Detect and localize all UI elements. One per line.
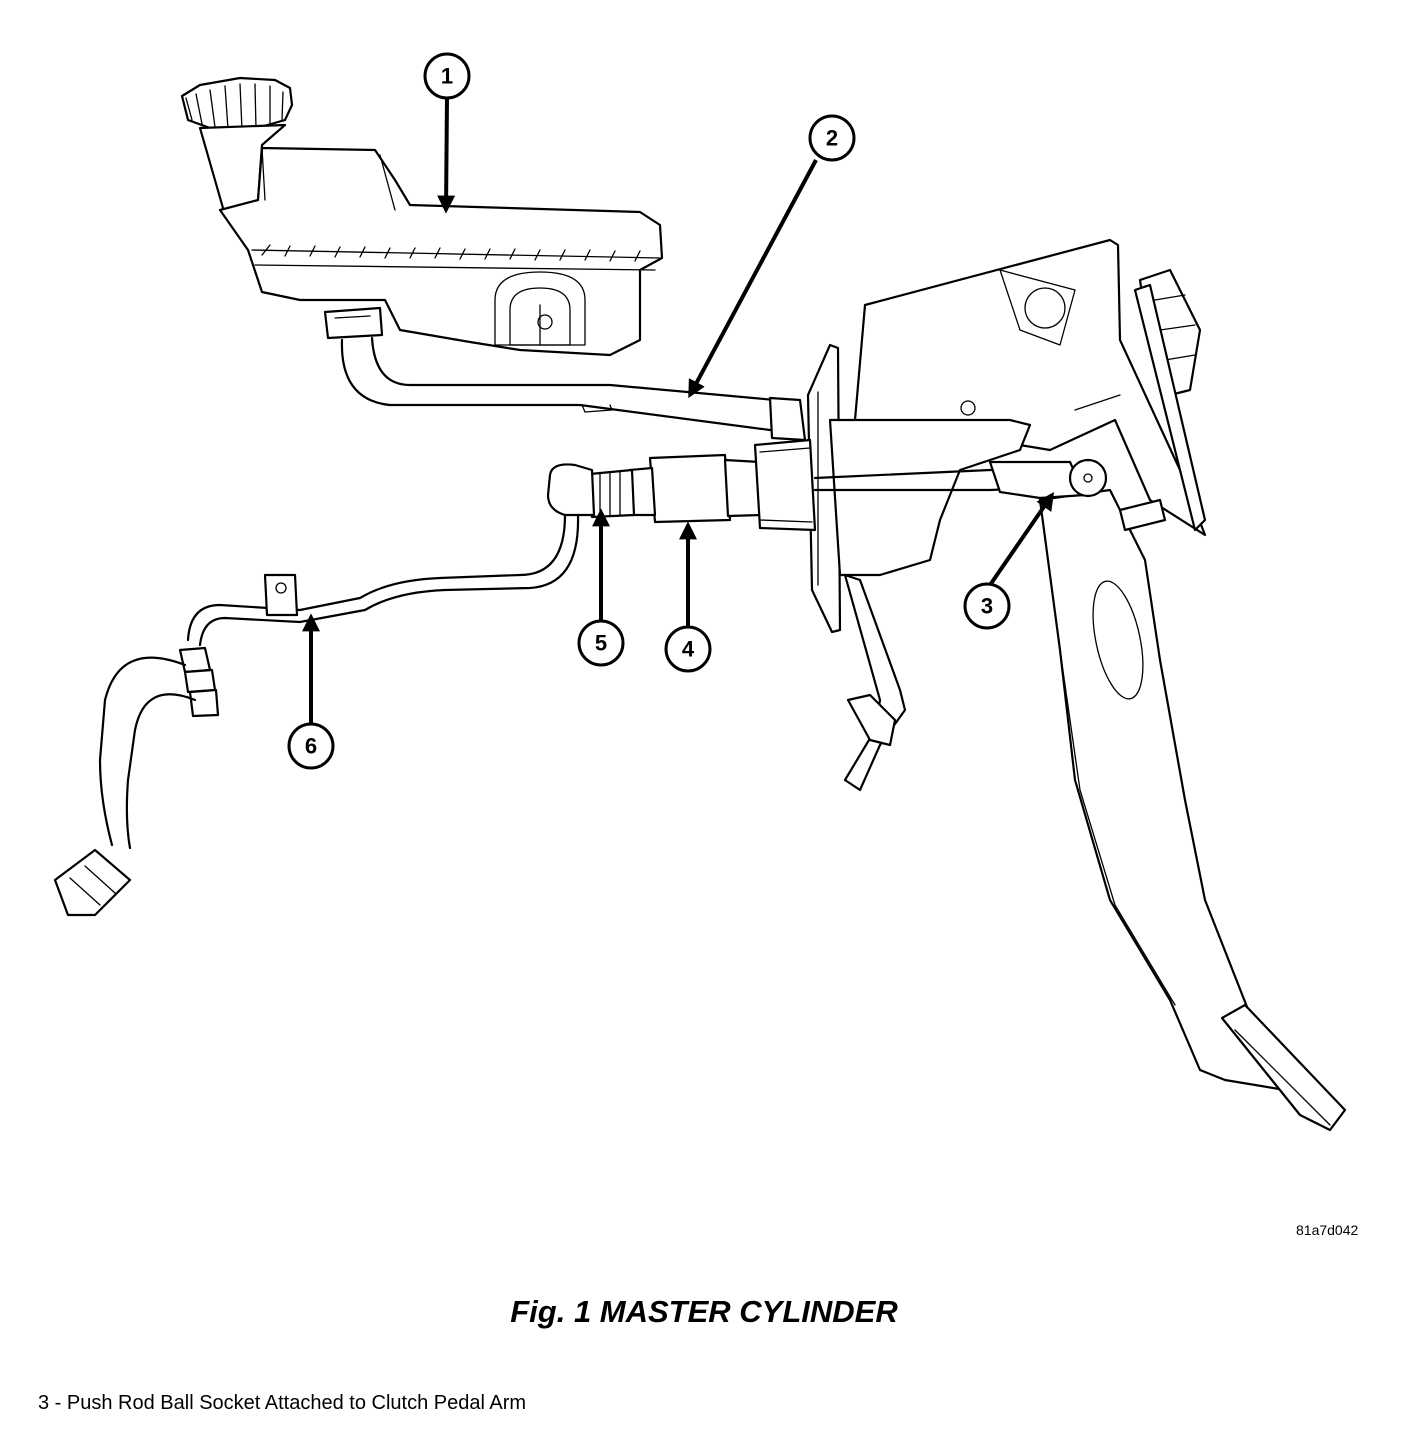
reservoir-hose bbox=[340, 336, 807, 442]
lower-bracket bbox=[843, 573, 907, 792]
callout-6-number: 6 bbox=[305, 734, 317, 759]
callout-5: 5 bbox=[577, 619, 625, 667]
quick-connect-fitting bbox=[546, 463, 636, 519]
image-code: 81a7d042 bbox=[1296, 1222, 1359, 1238]
callout-1: 1 bbox=[423, 52, 471, 100]
callout-4: 4 bbox=[664, 625, 712, 673]
callout-4-number: 4 bbox=[682, 637, 695, 662]
master-cylinder-body bbox=[628, 438, 817, 532]
clutch-pedal-arm bbox=[1038, 488, 1347, 1132]
callout-3: 3 bbox=[963, 582, 1011, 630]
callout-2: 2 bbox=[808, 114, 856, 162]
fluid-reservoir bbox=[180, 76, 664, 357]
push-rod bbox=[813, 458, 1108, 500]
pedal-switch bbox=[1133, 268, 1207, 532]
figure-title: Fig. 1 MASTER CYLINDER bbox=[510, 1294, 898, 1329]
legend-item: 3 - Push Rod Ball Socket Attached to Clu… bbox=[38, 1392, 527, 1414]
callout-2-number: 2 bbox=[826, 126, 838, 151]
leader-2 bbox=[688, 159, 818, 399]
hydraulic-line bbox=[53, 513, 580, 917]
callout-6: 6 bbox=[287, 722, 335, 770]
callout-5-number: 5 bbox=[595, 631, 607, 656]
callout-3-number: 3 bbox=[981, 594, 993, 619]
firewall-plate bbox=[806, 343, 1032, 634]
leader-1 bbox=[437, 97, 456, 214]
callout-1-number: 1 bbox=[441, 64, 453, 89]
leader-3 bbox=[988, 492, 1055, 587]
callout-leaders bbox=[302, 97, 1055, 723]
